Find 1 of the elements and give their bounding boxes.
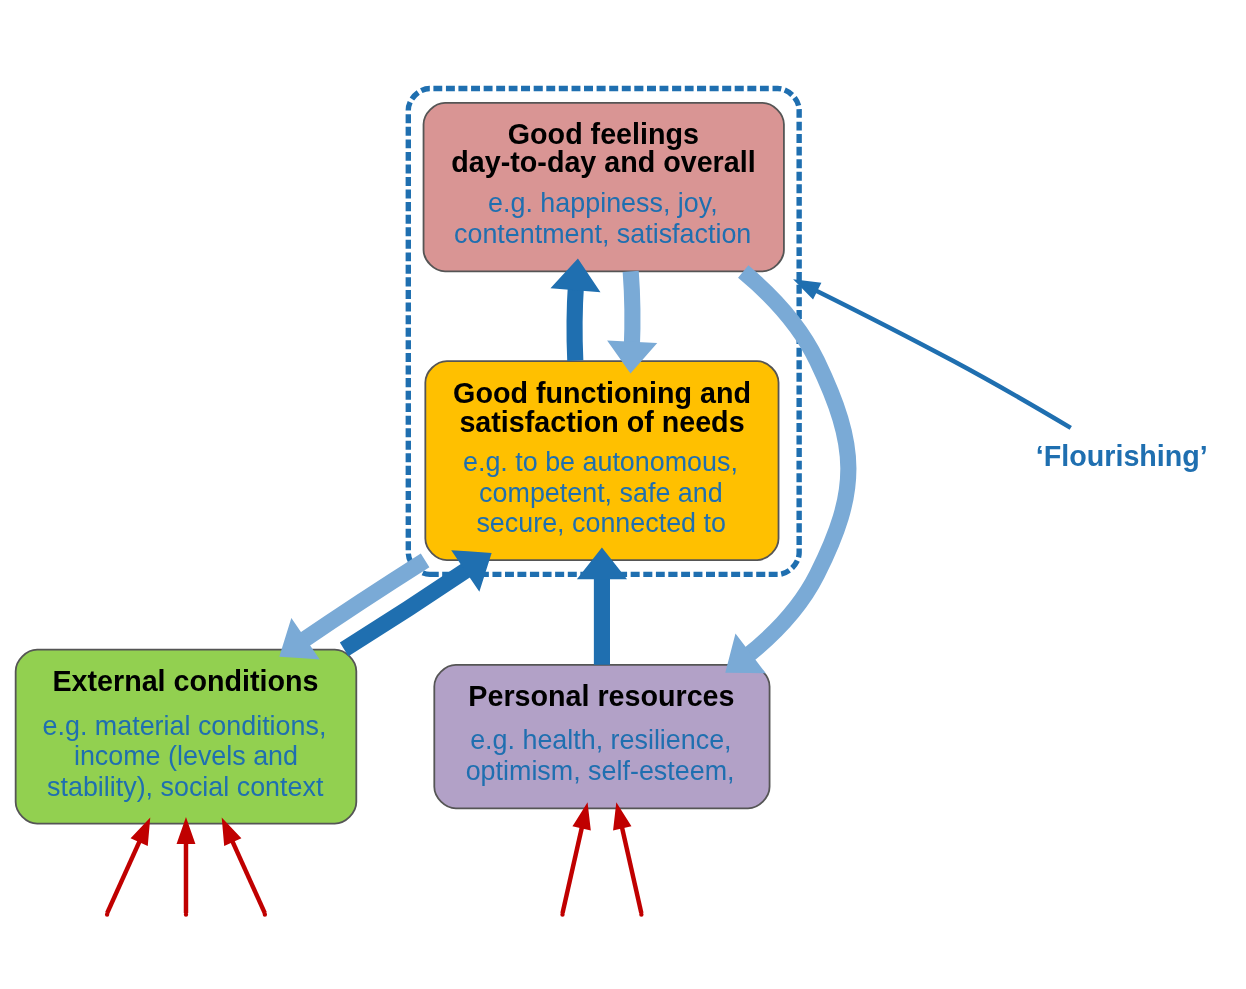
node-text: ‘Flourishing’ [1035, 439, 1208, 472]
